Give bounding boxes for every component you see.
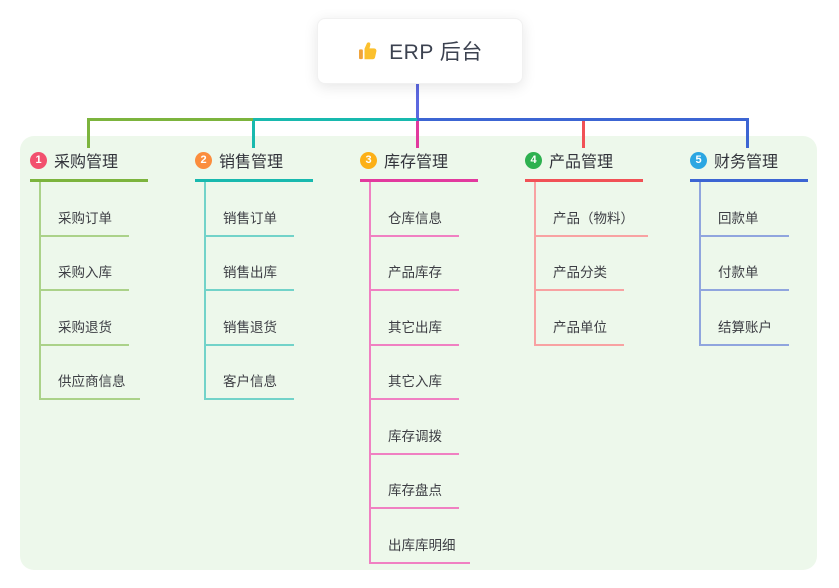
connector-root [416, 84, 419, 121]
child-node[interactable]: 产品分类 [536, 237, 624, 291]
branch-children: 产品（物料）产品分类产品单位 [534, 182, 648, 346]
branch-number-badge: 5 [690, 151, 707, 169]
branch-column: 3 库存管理 仓库信息产品库存其它出库其它入库库存调拨库存盘点出库库明细 [360, 148, 478, 564]
branch-column: 2 销售管理 销售订单销售出库销售退货客户信息 [195, 148, 313, 400]
branches-panel [20, 136, 817, 570]
child-node[interactable]: 采购退货 [41, 291, 129, 346]
branch-title-label: 库存管理 [384, 154, 449, 171]
branch-children: 回款单付款单结算账户 [699, 182, 808, 346]
connector-drop-1 [87, 118, 90, 148]
child-node[interactable]: 销售退货 [206, 291, 294, 346]
thumbs-up-icon [357, 40, 379, 62]
child-node[interactable]: 供应商信息 [41, 346, 140, 400]
child-node[interactable]: 付款单 [701, 237, 789, 291]
child-node[interactable]: 采购入库 [41, 237, 129, 291]
connector-drop-5 [746, 118, 749, 148]
child-node[interactable]: 产品库存 [371, 237, 459, 291]
connector-drop-3 [416, 118, 419, 148]
branch-title-node[interactable]: 1 采购管理 [30, 148, 148, 182]
branch-title-label: 采购管理 [54, 154, 119, 171]
branch-number-badge: 2 [195, 151, 212, 169]
connector-spine-right [417, 118, 749, 121]
branch-number-badge: 3 [360, 151, 377, 169]
child-node[interactable]: 其它入库 [371, 346, 459, 400]
child-node[interactable]: 结算账户 [701, 291, 789, 346]
branch-title-node[interactable]: 5 财务管理 [690, 148, 808, 182]
branch-column: 1 采购管理 采购订单采购入库采购退货供应商信息 [30, 148, 148, 400]
connector-drop-2 [252, 118, 255, 148]
branch-number-badge: 1 [30, 151, 47, 169]
child-node[interactable]: 产品单位 [536, 291, 624, 346]
branch-children: 销售订单销售出库销售退货客户信息 [204, 182, 313, 400]
branch-title-node[interactable]: 3 库存管理 [360, 148, 478, 182]
child-node[interactable]: 销售出库 [206, 237, 294, 291]
child-node[interactable]: 其它出库 [371, 291, 459, 346]
root-node-label: ERP 后台 [389, 41, 483, 64]
child-node[interactable]: 产品（物料） [536, 182, 648, 237]
branch-number-badge: 4 [525, 151, 542, 169]
root-node[interactable]: ERP 后台 [317, 18, 523, 84]
branch-column: 4 产品管理 产品（物料）产品分类产品单位 [525, 148, 648, 346]
branch-title-label: 产品管理 [549, 154, 614, 171]
branch-children: 仓库信息产品库存其它出库其它入库库存调拨库存盘点出库库明细 [369, 182, 478, 564]
connector-spine-mid [253, 118, 419, 121]
branch-title-label: 财务管理 [714, 154, 779, 171]
connector-drop-4 [582, 118, 585, 148]
child-node[interactable]: 销售订单 [206, 182, 294, 237]
connector-spine-left [88, 118, 255, 121]
child-node[interactable]: 出库库明细 [371, 509, 470, 564]
child-node[interactable]: 库存调拨 [371, 400, 459, 455]
branch-title-label: 销售管理 [219, 154, 284, 171]
branch-column: 5 财务管理 回款单付款单结算账户 [690, 148, 808, 346]
child-node[interactable]: 库存盘点 [371, 455, 459, 509]
child-node[interactable]: 客户信息 [206, 346, 294, 400]
branch-title-node[interactable]: 4 产品管理 [525, 148, 643, 182]
child-node[interactable]: 回款单 [701, 182, 789, 237]
child-node[interactable]: 采购订单 [41, 182, 129, 237]
branch-children: 采购订单采购入库采购退货供应商信息 [39, 182, 148, 400]
branch-title-node[interactable]: 2 销售管理 [195, 148, 313, 182]
child-node[interactable]: 仓库信息 [371, 182, 459, 237]
